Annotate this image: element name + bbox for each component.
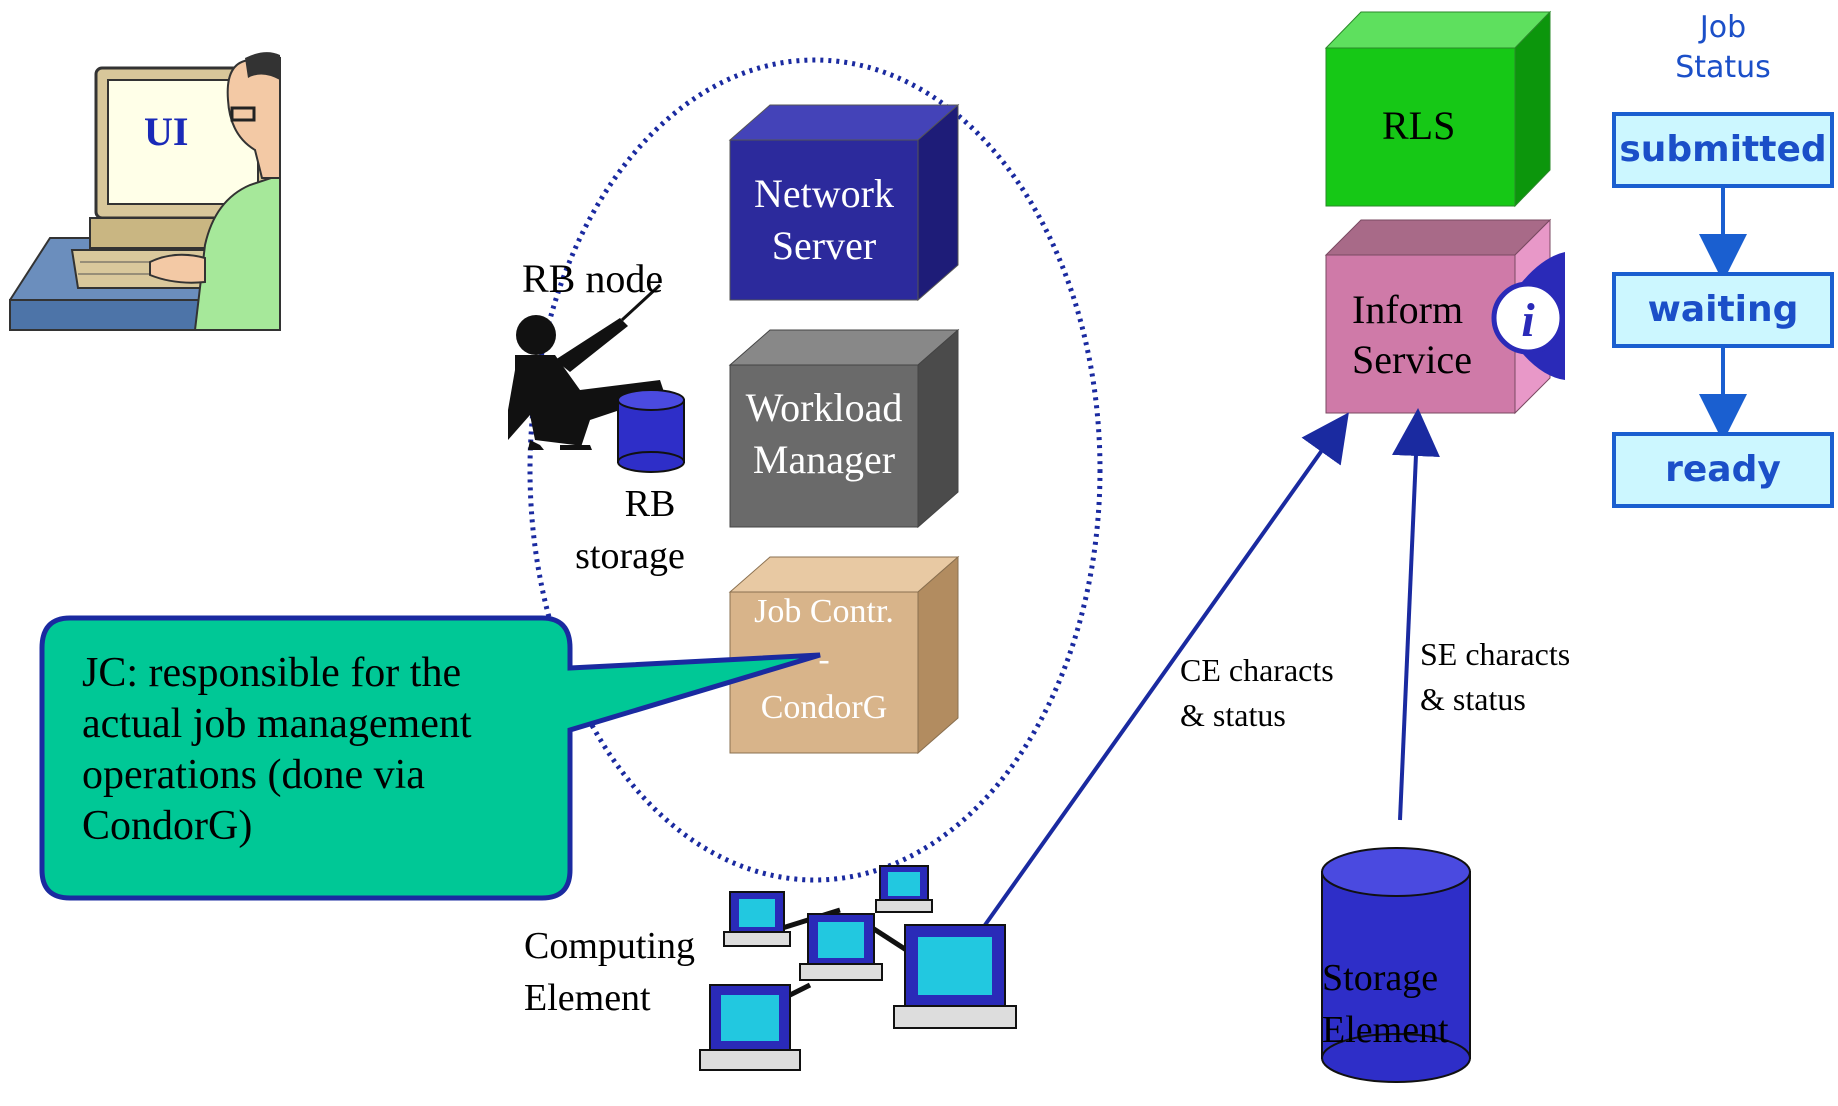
ui-user-computer-icon bbox=[9, 52, 281, 331]
network-server-line-2: Server bbox=[771, 223, 877, 268]
rls-label: RLS bbox=[1382, 103, 1456, 148]
workload-manager-line-2: Manager bbox=[752, 437, 896, 482]
job-controller-line-2: - bbox=[818, 641, 830, 678]
network-server-line-1: Network bbox=[754, 171, 894, 216]
rb-storage-line-1: RB bbox=[624, 483, 676, 525]
job-controller-label: Job Contr. - CondorG bbox=[730, 588, 918, 732]
workload-manager-label: Workload Manager bbox=[722, 382, 926, 486]
rb-storage-cylinder bbox=[617, 389, 685, 473]
workload-manager-cube bbox=[728, 328, 960, 529]
storage-element-line-2: Element bbox=[1322, 1009, 1449, 1051]
job-status-title-line-1: Job bbox=[1699, 10, 1747, 45]
job-controller-line-1: Job Contr. bbox=[754, 593, 894, 630]
job-controller-line-3: CondorG bbox=[760, 689, 888, 726]
information-service-label: Inform Service bbox=[1352, 285, 1472, 385]
ce-to-is-arrow bbox=[983, 412, 1349, 927]
ui-label: UI bbox=[144, 109, 189, 154]
svg-text:i: i bbox=[1521, 294, 1535, 347]
computing-element-network-icon bbox=[699, 865, 1017, 1071]
se-arrow-line-2: & status bbox=[1420, 681, 1526, 717]
rls-cube bbox=[1324, 10, 1552, 208]
se-arrow-line-1: SE characts bbox=[1420, 636, 1571, 672]
storage-element-line-1: Storage bbox=[1322, 957, 1439, 999]
info-icon: i bbox=[1491, 252, 1565, 380]
information-service-line-2: Service bbox=[1352, 337, 1472, 382]
ce-arrow-line-1: CE characts bbox=[1180, 652, 1334, 688]
computing-element-line-1: Computing bbox=[524, 925, 696, 967]
computing-element-label: Computing Element bbox=[524, 920, 695, 1024]
information-service-line-1: Inform bbox=[1352, 287, 1464, 332]
job-status-title-line-2: Status bbox=[1675, 50, 1771, 85]
rb-node-conductor-icon bbox=[508, 283, 665, 450]
job-status-title: Job Status bbox=[1612, 8, 1834, 88]
network-server-label: Network Server bbox=[730, 168, 918, 272]
status-waiting: waiting bbox=[1612, 272, 1834, 348]
storage-element-cylinder bbox=[1321, 847, 1471, 1083]
callout-bubble bbox=[39, 615, 821, 901]
computing-element-line-2: Element bbox=[524, 977, 651, 1019]
rb-storage-line-2: storage bbox=[575, 535, 685, 577]
se-arrow-label: SE characts & status bbox=[1420, 632, 1570, 722]
rb-node-label: RB node bbox=[522, 256, 664, 301]
network-server-cube bbox=[728, 103, 960, 302]
se-to-is-arrow bbox=[1391, 408, 1440, 821]
rb-storage-label: RB storage bbox=[575, 478, 712, 582]
workload-manager-line-1: Workload bbox=[745, 385, 903, 430]
status-ready: ready bbox=[1612, 432, 1834, 508]
status-submitted: submitted bbox=[1612, 112, 1834, 188]
ce-arrow-line-2: & status bbox=[1180, 697, 1286, 733]
storage-element-label: Storage Element bbox=[1322, 952, 1470, 1056]
ce-arrow-label: CE characts & status bbox=[1180, 648, 1334, 738]
rb-node-boundary bbox=[527, 57, 1103, 883]
callout-text: JC: responsible for the actual job manag… bbox=[82, 650, 472, 849]
